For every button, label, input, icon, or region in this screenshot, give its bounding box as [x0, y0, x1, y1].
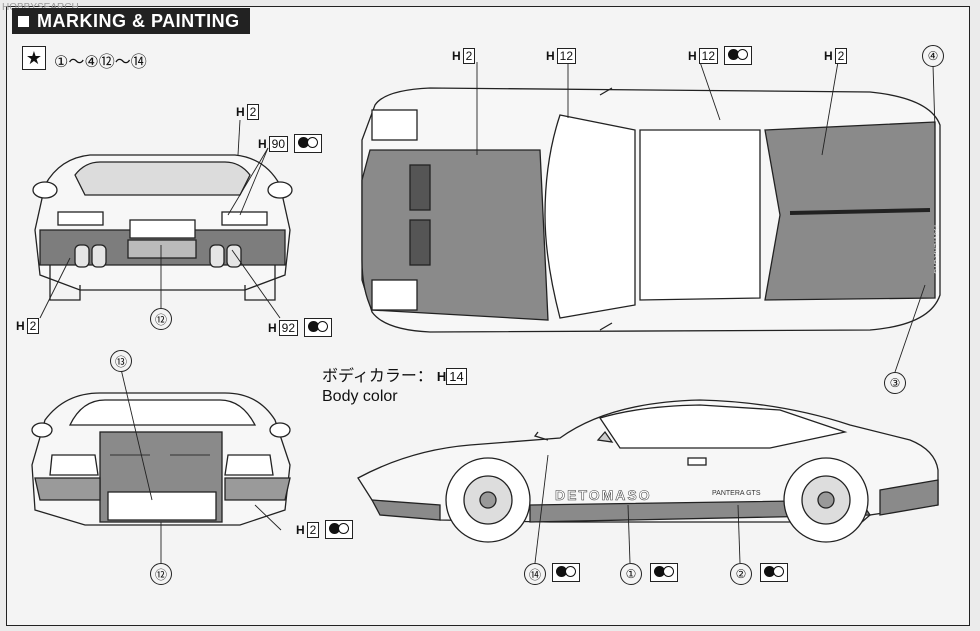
- two-circle-icon: [294, 134, 323, 153]
- header-square-icon: [18, 15, 29, 27]
- paint-code: 2: [26, 318, 40, 334]
- h-label: H: [258, 136, 267, 151]
- paint-code: 12: [556, 48, 577, 64]
- side-view: [357, 399, 939, 543]
- front-view: [31, 392, 291, 526]
- paint-code: 14: [446, 368, 467, 385]
- side-name-decal: DETOMASO: [555, 487, 652, 503]
- body-color-en: Body color: [322, 388, 398, 405]
- h-label: H: [236, 105, 245, 119]
- number-12-front: ⑫: [150, 563, 172, 585]
- paint-code: 92: [278, 319, 299, 336]
- h-label: H: [452, 49, 461, 63]
- leader-lines: [39, 61, 936, 564]
- section-header: MARKING & PAINTING: [12, 8, 250, 34]
- star-icon: ★: [22, 46, 46, 70]
- two-circle-icon: [724, 46, 753, 65]
- paint-code: 2: [246, 104, 260, 120]
- two-circle-icon: [552, 563, 580, 582]
- h-label: H: [296, 522, 305, 537]
- number-1: ①: [620, 563, 642, 585]
- two-circle-icon: [650, 563, 678, 582]
- watermark: HOBBYSEARCH: [2, 2, 79, 13]
- star-range-text: ①〜④⑫〜⑭: [54, 54, 147, 71]
- number-14: ⑭: [524, 563, 546, 585]
- two-circle-icon: [304, 318, 333, 337]
- h-label: H: [436, 369, 447, 384]
- h-label: H: [16, 319, 25, 333]
- body-color-jp: ボディカラー：: [322, 368, 433, 385]
- paint-code: 2: [462, 48, 476, 64]
- top-model-decal: PANTERA GTS: [932, 225, 939, 274]
- paint-code: 2: [306, 521, 320, 538]
- header-title: MARKING & PAINTING: [37, 10, 240, 31]
- paint-code: 90: [268, 135, 289, 152]
- two-circle-icon: [325, 520, 354, 539]
- number-3: ③: [884, 372, 906, 394]
- top-view: [361, 87, 941, 333]
- number-2: ②: [730, 563, 752, 585]
- paint-code: 2: [834, 48, 848, 64]
- h-label: H: [268, 320, 277, 335]
- side-model-decal: PANTERA GTS: [712, 490, 761, 497]
- rear-view: [32, 154, 293, 301]
- two-circle-icon: [760, 563, 788, 582]
- h-label: H: [824, 49, 833, 63]
- number-12-rear: ⑫: [150, 308, 172, 330]
- paint-code: 12: [698, 47, 719, 64]
- number-4: ④: [922, 45, 944, 67]
- number-13: ⑬: [110, 350, 132, 372]
- h-label: H: [688, 48, 697, 63]
- h-label: H: [546, 49, 555, 63]
